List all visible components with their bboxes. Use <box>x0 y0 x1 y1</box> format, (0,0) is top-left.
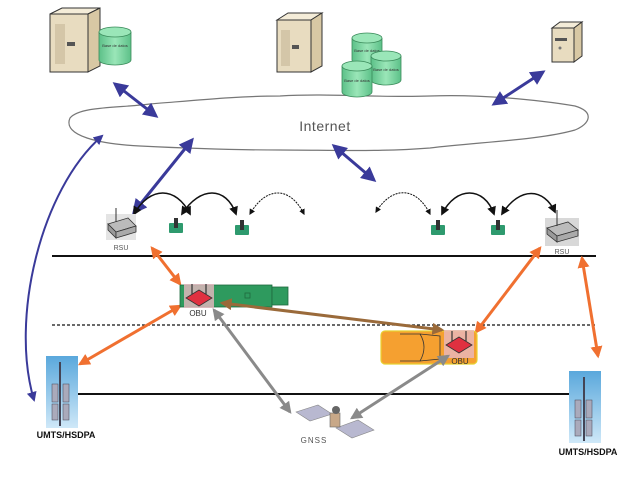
obu-label: OBU <box>189 309 207 318</box>
link-gnss-obu-truck <box>212 308 292 414</box>
server-icon <box>49 7 101 73</box>
link-server-left-internet <box>112 82 159 118</box>
rsu-label: RSU <box>114 245 129 252</box>
roadside-sensors <box>169 218 505 235</box>
obu-car: OBU <box>444 330 474 366</box>
link-gnss-obu-car <box>349 354 451 420</box>
link-internet-rsu-left <box>132 137 194 215</box>
internet-cloud: Internet <box>68 94 589 152</box>
gnss-label: GNSS <box>301 436 328 445</box>
obu-icon <box>444 330 474 358</box>
obu-label: OBU <box>451 357 469 366</box>
hop-link <box>133 192 191 216</box>
link-internet-vehicles <box>331 144 377 182</box>
router-icon <box>545 210 579 246</box>
database-icon <box>98 26 132 66</box>
server-left <box>49 7 101 73</box>
gnss-satellite: GNSS <box>295 404 375 445</box>
hop-link <box>441 192 496 216</box>
server-right <box>550 21 584 63</box>
cellular-links <box>77 246 603 366</box>
road <box>52 255 596 395</box>
database-icon: Base de datos <box>370 50 402 86</box>
roadside-sensor <box>235 220 249 235</box>
database-label: Base de datos <box>354 48 380 53</box>
gnss-links <box>212 308 451 420</box>
database-label: Base de datos <box>102 43 128 48</box>
link-rsu-right-umts-right <box>577 255 603 359</box>
sensor-hop-links <box>133 192 557 216</box>
router-icon <box>106 208 137 240</box>
internet-label: Internet <box>299 118 350 134</box>
umts-label: UMTS/HSDPA <box>37 430 96 440</box>
satellite-icon <box>295 404 375 439</box>
hop-link <box>181 192 238 216</box>
database-cluster-center: Base de datos Base de datos Base de dato… <box>341 32 402 98</box>
database-label: Base de datos <box>344 78 370 83</box>
obu-truck: OBU <box>184 284 214 318</box>
cell-tower-icon <box>569 371 601 443</box>
server-icon <box>275 12 324 73</box>
umts-label: UMTS/HSDPA <box>559 447 618 457</box>
link-rsu-left-obu-truck <box>150 246 182 286</box>
database-label: Base de datos <box>373 67 399 72</box>
rsu-left: RSU <box>106 208 137 252</box>
cell-tower-icon <box>46 356 78 428</box>
rsu-right: RSU <box>545 210 579 256</box>
umts-tower-left: UMTS/HSDPA <box>37 356 96 440</box>
database-left: Base de datos <box>98 26 132 66</box>
roadside-sensor <box>491 220 505 235</box>
hop-link <box>501 192 557 216</box>
server-icon <box>550 21 584 63</box>
hop-link <box>375 192 431 216</box>
link-v2v-obu <box>219 298 445 335</box>
link-internet-umts-left <box>24 134 104 402</box>
rsu-label: RSU <box>555 249 570 256</box>
hop-link <box>249 192 305 216</box>
obu-icon <box>184 284 214 308</box>
link-obu-truck-umts-left <box>77 304 183 366</box>
roadside-sensor <box>169 218 183 233</box>
database-icon: Base de datos <box>341 60 373 98</box>
internet-links <box>24 70 546 402</box>
server-center <box>275 12 324 73</box>
roadside-sensor <box>431 220 445 235</box>
link-rsu-right-obu-car <box>474 246 542 334</box>
link-server-right-internet <box>491 70 546 106</box>
umts-tower-right: UMTS/HSDPA <box>559 371 618 457</box>
